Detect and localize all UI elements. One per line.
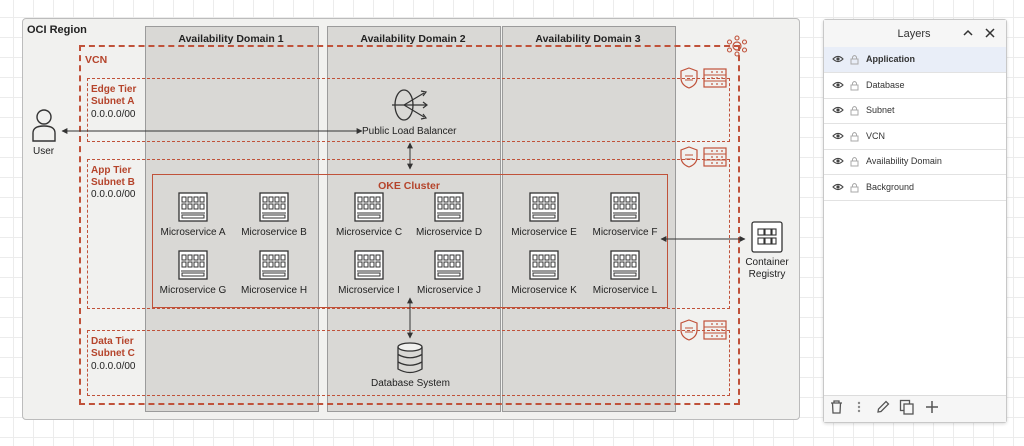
data-tier-subnet-cidr: 0.0.0.0/00 xyxy=(91,361,136,372)
lock-icon[interactable] xyxy=(850,156,859,167)
layer-row[interactable] xyxy=(824,124,1006,150)
visibility-eye-icon[interactable] xyxy=(832,106,844,114)
close-icon[interactable] xyxy=(985,28,995,38)
lock-icon[interactable] xyxy=(850,80,859,91)
lock-icon[interactable] xyxy=(850,105,859,116)
layer-label: Background xyxy=(866,181,915,192)
layer-label: Availability Domain xyxy=(866,156,942,166)
layer-row[interactable] xyxy=(824,47,1006,73)
microservice-icon[interactable] xyxy=(434,192,464,222)
visibility-eye-icon[interactable] xyxy=(832,55,844,63)
microservice-label: Microservice H xyxy=(240,285,308,296)
microservice-label: Microservice E xyxy=(511,227,577,238)
microservice-icon[interactable] xyxy=(354,250,384,280)
lock-icon[interactable] xyxy=(850,131,859,142)
delete-layer-icon[interactable] xyxy=(830,400,843,414)
edge-tier-subnet[interactable] xyxy=(87,78,730,142)
route-table-icon xyxy=(703,320,727,340)
security-list-icon xyxy=(680,319,698,341)
microservice-icon[interactable] xyxy=(354,192,384,222)
visibility-eye-icon[interactable] xyxy=(832,132,844,140)
microservice-icon[interactable] xyxy=(259,250,289,280)
collapse-chevron-icon[interactable] xyxy=(963,29,973,37)
layer-label: Database xyxy=(866,79,905,90)
layers-panel-footer xyxy=(824,395,1006,422)
layers-panel xyxy=(823,19,1007,423)
microservice-label: Microservice D xyxy=(415,227,483,238)
container-registry-icon[interactable] xyxy=(751,221,783,253)
database-icon[interactable] xyxy=(396,342,424,374)
oke-cluster-title: OKE Cluster xyxy=(378,180,440,192)
microservice-icon[interactable] xyxy=(259,192,289,222)
microservice-label: Microservice K xyxy=(511,285,577,296)
more-options-icon[interactable] xyxy=(857,401,861,413)
load-balancer-label: Public Load Balancer xyxy=(362,126,457,137)
microservice-label: Microservice G xyxy=(159,285,227,296)
layer-label: Application xyxy=(866,54,915,64)
layers-panel-header xyxy=(824,20,1006,48)
database-label: Database System xyxy=(371,378,450,389)
add-layer-icon[interactable] xyxy=(925,400,939,414)
microservice-label: Microservice F xyxy=(592,227,658,238)
microservice-label: Microservice I xyxy=(338,285,400,296)
lock-icon[interactable] xyxy=(850,182,859,193)
vcn-icon xyxy=(726,35,748,57)
vcn-boundary[interactable] xyxy=(79,45,740,405)
layer-row[interactable] xyxy=(824,149,1006,175)
availability-domain-3-title: Availability Domain 3 xyxy=(535,33,641,45)
microservice-label: Microservice A xyxy=(160,227,226,238)
microservice-label: Microservice C xyxy=(335,227,403,238)
microservice-icon[interactable] xyxy=(529,250,559,280)
layer-row[interactable] xyxy=(824,98,1006,124)
layers-panel-title: Layers xyxy=(897,28,931,40)
layer-label: VCN xyxy=(866,130,886,141)
edge-tier-subnet-cidr: 0.0.0.0/00 xyxy=(91,109,136,120)
visibility-eye-icon[interactable] xyxy=(832,183,844,191)
layer-row[interactable] xyxy=(824,73,1006,99)
layer-row[interactable] xyxy=(824,175,1006,201)
duplicate-layer-icon[interactable] xyxy=(899,399,915,415)
microservice-icon[interactable] xyxy=(610,250,640,280)
route-table-icon xyxy=(703,147,727,167)
vcn-label: VCN xyxy=(85,54,108,66)
availability-domain-2-title: Availability Domain 2 xyxy=(360,33,466,45)
load-balancer-icon[interactable] xyxy=(390,88,430,122)
security-list-icon xyxy=(680,67,698,89)
microservice-icon[interactable] xyxy=(434,250,464,280)
edit-layer-icon[interactable] xyxy=(876,400,890,414)
user-label: User xyxy=(33,146,55,157)
oci-region-title: OCI Region xyxy=(27,24,87,36)
security-list-icon xyxy=(680,146,698,168)
layer-label: Subnet xyxy=(866,105,895,115)
microservice-icon[interactable] xyxy=(178,192,208,222)
visibility-eye-icon[interactable] xyxy=(832,81,844,89)
microservice-icon[interactable] xyxy=(178,250,208,280)
microservice-label: Microservice B xyxy=(241,227,307,238)
microservice-icon[interactable] xyxy=(529,192,559,222)
microservice-label: Microservice J xyxy=(417,285,481,296)
microservice-icon[interactable] xyxy=(610,192,640,222)
microservice-label: Microservice L xyxy=(592,285,658,296)
availability-domain-1-title: Availability Domain 1 xyxy=(178,33,284,45)
user-icon[interactable] xyxy=(31,108,57,142)
route-table-icon xyxy=(703,68,727,88)
app-tier-subnet-cidr: 0.0.0.0/00 xyxy=(91,189,136,200)
lock-icon[interactable] xyxy=(850,54,859,65)
visibility-eye-icon[interactable] xyxy=(832,157,844,165)
availability-domain-1[interactable] xyxy=(145,26,319,412)
